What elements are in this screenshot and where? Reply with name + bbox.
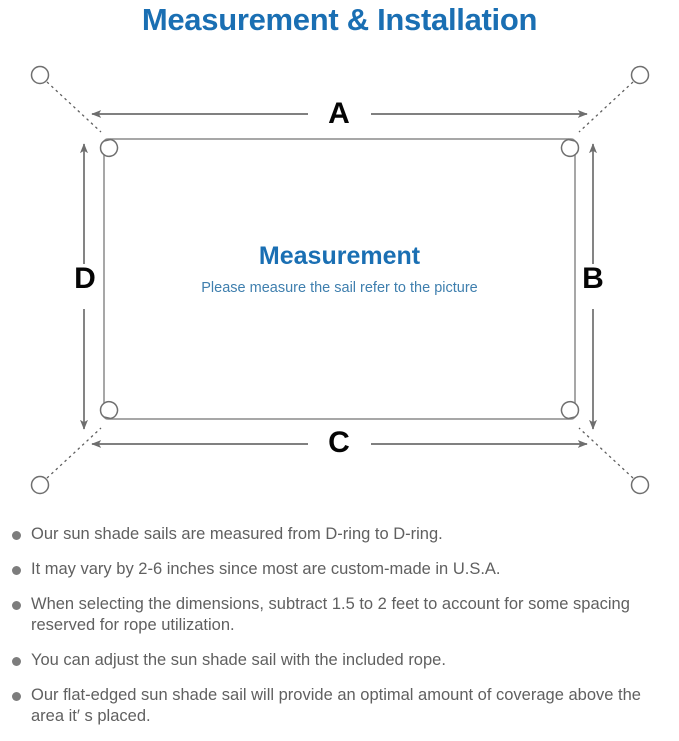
bullet-icon [12, 531, 21, 540]
list-item: Our flat-edged sun shade sail will provi… [0, 685, 679, 727]
bullet-icon [12, 657, 21, 666]
notes-list: Our sun shade sails are measured from D-… [0, 524, 679, 741]
list-item: Our sun shade sails are measured from D-… [0, 524, 679, 545]
d-ring-top-left [99, 138, 119, 158]
rope-top-left [46, 81, 102, 133]
list-item: It may vary by 2-6 inches since most are… [0, 559, 679, 580]
list-item-text: You can adjust the sun shade sail with t… [31, 651, 446, 669]
dimension-label-c: C [328, 426, 350, 459]
d-ring-bottom-right [560, 400, 580, 420]
list-item: You can adjust the sun shade sail with t… [0, 650, 679, 671]
diagram-svg [30, 65, 650, 495]
rope-bottom-left [46, 427, 102, 479]
dimension-label-a: A [328, 97, 350, 130]
top-left-anchor-ring-icon [30, 65, 50, 85]
d-ring-top-right [560, 138, 580, 158]
bullet-icon [12, 566, 21, 575]
d-ring-bottom-left [99, 400, 119, 420]
bullet-icon [12, 692, 21, 701]
bottom-left-anchor-ring-icon [30, 475, 50, 495]
dimension-label-b: B [582, 262, 604, 295]
diagram-inner-title: Measurement [258, 242, 421, 270]
bottom-right-anchor-ring-icon [630, 475, 650, 495]
list-item-text: It may vary by 2-6 inches since most are… [31, 560, 501, 578]
bullet-icon [12, 601, 21, 610]
dimension-label-d: D [74, 262, 96, 295]
list-item-text: Our flat-edged sun shade sail will provi… [31, 686, 641, 725]
list-item-text: Our sun shade sails are measured from D-… [31, 525, 443, 543]
measurement-diagram: A C D B Measurement Please measure the s… [0, 46, 679, 516]
diagram-inner-subtitle: Please measure the sail refer to the pic… [201, 280, 478, 296]
rope-top-right [578, 81, 634, 133]
list-item-text: When selecting the dimensions, subtract … [31, 595, 630, 634]
rope-bottom-right [578, 427, 634, 479]
page-title: Measurement & Installation [141, 2, 538, 37]
top-right-anchor-ring-icon [630, 65, 650, 85]
list-item: When selecting the dimensions, subtract … [0, 594, 679, 636]
